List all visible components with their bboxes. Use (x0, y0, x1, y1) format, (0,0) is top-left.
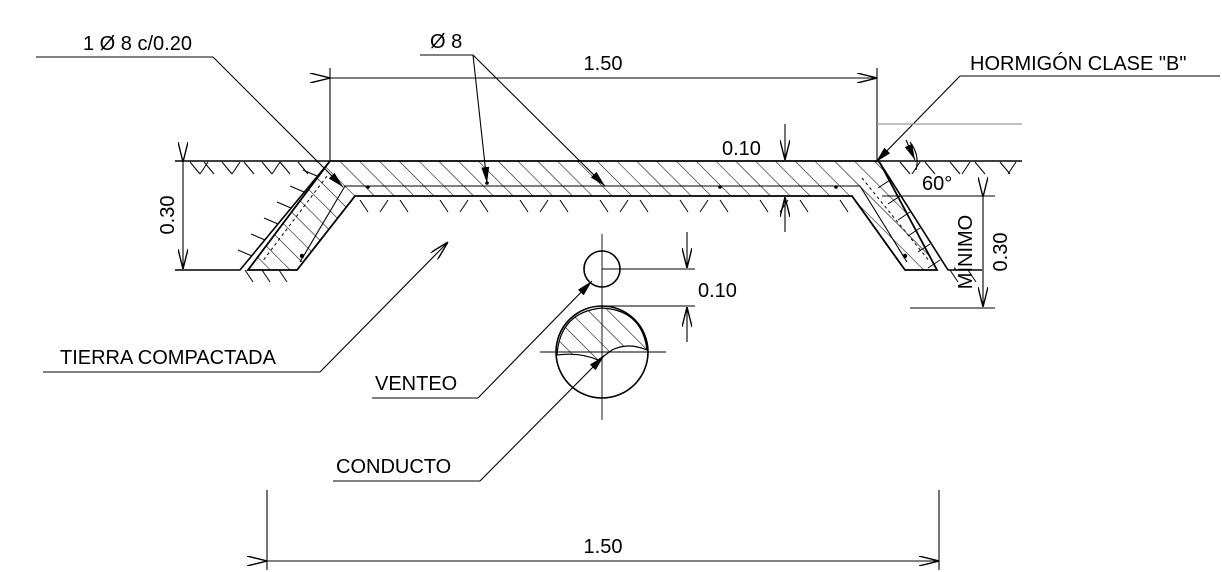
right-depth-value: 0.30 (990, 233, 1012, 272)
soil-label: TIERRA COMPACTADA (60, 347, 277, 369)
slab-inner-edges (261, 175, 931, 263)
bottom-width-dimension (267, 490, 940, 570)
angle-value: 60° (922, 173, 952, 195)
right-depth-dimension (882, 196, 995, 309)
soil-leader (43, 242, 448, 373)
duct-pipe (540, 305, 666, 399)
slab-thickness-dimension (775, 124, 795, 232)
vent-leader (372, 280, 593, 399)
top-width-dimension (330, 68, 878, 160)
bottom-width-value: 1.50 (584, 536, 623, 558)
vent-gap-dimension (602, 232, 695, 342)
reinforcement-bar (299, 185, 908, 263)
top-width-value: 1.50 (584, 53, 623, 75)
slab-thickness-value: 0.10 (722, 138, 761, 160)
minimum-label: MÍNIMO (954, 215, 977, 289)
concrete-leader (875, 75, 1220, 163)
ground-hatch-ticks (189, 161, 1017, 283)
angle-marker (904, 139, 918, 171)
duct-label: CONDUCTO (336, 456, 451, 478)
left-depth-value: 0.30 (157, 196, 179, 235)
ground-surface (175, 160, 1022, 271)
bar-spacing-label: 1 Ø 8 c/0.20 (83, 33, 192, 55)
bar-diameter-label: Ø 8 (430, 31, 462, 53)
concrete-label: HORMIGÓN CLASE "B" (970, 52, 1186, 75)
duct-leader (333, 355, 605, 482)
bar-spacing-leader (36, 56, 344, 188)
vent-gap-value: 0.10 (698, 280, 737, 302)
vent-label: VENTEO (375, 373, 457, 395)
bar-diameter-leader (420, 54, 606, 187)
concrete-slab (246, 160, 939, 271)
